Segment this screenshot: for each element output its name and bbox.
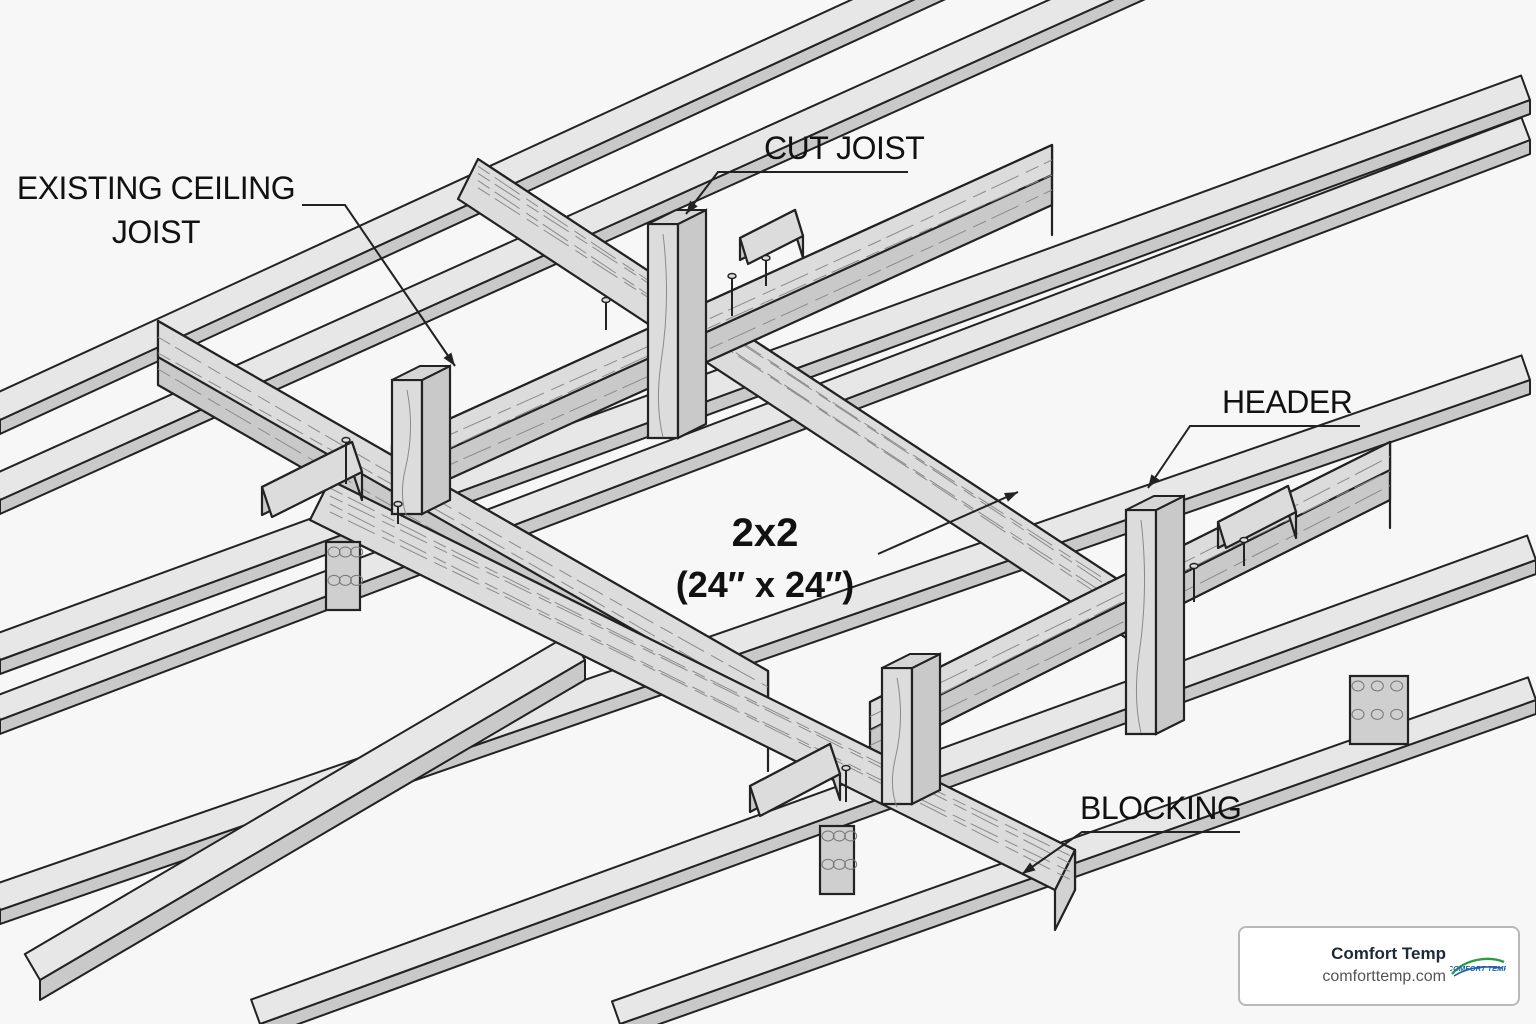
label-cut-joist: CUT JOIST bbox=[764, 130, 925, 166]
leader-opening bbox=[877, 491, 1019, 555]
label-existing-ceiling-joist-line1: EXISTING CEILING bbox=[16, 170, 296, 206]
label-header: HEADER bbox=[1222, 384, 1353, 420]
joist-4 bbox=[0, 116, 1531, 735]
joist-cut-end bbox=[23, 633, 586, 1001]
nail bbox=[841, 764, 851, 802]
blocking-stub-top bbox=[738, 208, 805, 266]
cut-joist-post-left bbox=[390, 364, 452, 518]
label-leaders bbox=[302, 171, 1360, 875]
blocking-stub-right bbox=[748, 742, 842, 818]
blocking-stub-mid bbox=[1216, 484, 1298, 550]
opening-framing bbox=[156, 143, 1410, 932]
end-grain-block-right bbox=[1348, 674, 1410, 746]
joist-1 bbox=[0, 0, 946, 435]
end-grain-block-bottom bbox=[818, 824, 858, 896]
cut-joist-post-top bbox=[646, 208, 708, 440]
end-grain-block-left bbox=[324, 540, 364, 612]
label-blocking: BLOCKING bbox=[1080, 790, 1242, 826]
nail bbox=[1239, 536, 1249, 566]
opening-dimensions-label: (24″ x 24″) bbox=[675, 564, 855, 605]
label-existing-ceiling-joist-line2: JOIST bbox=[111, 214, 201, 250]
leader-existing-ceiling-joist bbox=[302, 204, 456, 367]
nail bbox=[601, 296, 611, 330]
leader-header bbox=[1147, 425, 1360, 489]
brand-badge[interactable]: Comfort Temp comforttemp.com COMFORT TEM… bbox=[1238, 926, 1520, 1006]
svg-text:COMFORT TEMP: COMFORT TEMP bbox=[1450, 964, 1506, 973]
opening-size-label: 2x2 bbox=[731, 511, 799, 555]
nail bbox=[761, 254, 771, 286]
cut-joist-post-bottom bbox=[880, 652, 942, 808]
comfort-temp-logo-icon: COMFORT TEMP bbox=[1450, 957, 1506, 977]
cut-joist-post-right bbox=[1124, 494, 1186, 736]
nail bbox=[727, 272, 737, 316]
label-existing-ceiling-joist: EXISTING CEILING JOIST bbox=[14, 166, 298, 254]
brand-url[interactable]: comforttemp.com bbox=[1322, 968, 1446, 985]
blocking-stub-left bbox=[260, 440, 364, 519]
nail bbox=[341, 436, 351, 484]
nail bbox=[393, 500, 403, 524]
leader-cut-joist bbox=[685, 171, 908, 215]
leader-blocking bbox=[1021, 831, 1240, 875]
nail bbox=[1189, 562, 1199, 602]
brand-name: Comfort Temp bbox=[1331, 944, 1446, 963]
